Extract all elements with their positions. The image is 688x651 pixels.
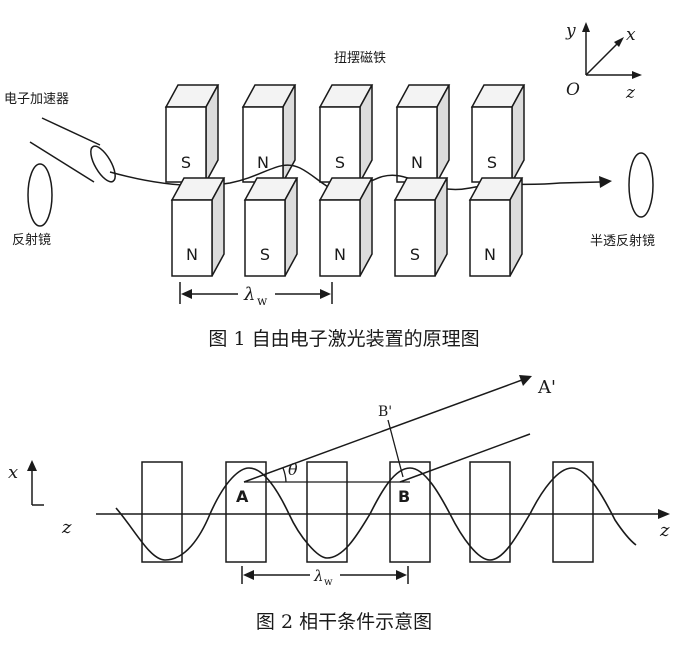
magnet-top-4: N — [395, 84, 451, 183]
wavelength-dimension-2: λ w — [241, 566, 409, 588]
magnet-top-1: S — [164, 84, 220, 183]
pole-top-1: S — [181, 153, 191, 172]
coordinate-axes: y x z O — [565, 21, 642, 103]
electron-accelerator — [29, 117, 116, 183]
pole-bottom-4: S — [410, 245, 420, 264]
f2-axis-z-left: z — [61, 517, 72, 538]
magnet-bottom-1: N — [170, 177, 226, 277]
f2-z-axis-arrow — [658, 509, 670, 519]
pole-bottom-2: S — [260, 245, 270, 264]
f2-light-ray-a — [243, 379, 523, 483]
half-mirror — [628, 152, 654, 218]
axis-z-label: z — [625, 83, 636, 103]
pole-bottom-1: N — [186, 245, 198, 264]
top-magnet-row: S N S N S — [164, 84, 526, 183]
f2-magnet-2 — [225, 461, 267, 563]
f2-point-b-label: B — [398, 487, 410, 506]
magnet-top-2: N — [241, 84, 297, 183]
wavelength-label-2: λ — [313, 567, 324, 585]
half-mirror-label: 半透反射镜 — [590, 233, 655, 249]
f2-point-a-label: A — [236, 487, 249, 506]
accelerator-label: 电子加速器 — [4, 92, 69, 107]
pole-top-5: S — [487, 153, 497, 172]
f2-point-b-prime-label: B' — [378, 404, 392, 420]
f2-angle-label: θ — [288, 460, 298, 479]
magnet-bottom-2: S — [243, 177, 299, 277]
mirror-label: 反射镜 — [12, 232, 51, 248]
axis-x-label: x — [626, 25, 636, 45]
beam-arrowhead — [599, 176, 612, 188]
f2-magnet-1 — [141, 461, 183, 563]
f2-magnet-5 — [469, 461, 511, 563]
wavelength-sub-2: w — [324, 577, 333, 588]
f2-perpendicular — [387, 419, 404, 478]
magnet-top-5: S — [470, 84, 526, 183]
figure1-caption: 图 1 自由电子激光装置的原理图 — [208, 328, 479, 350]
f2-light-ray-b — [399, 433, 531, 483]
pole-top-3: S — [335, 153, 345, 172]
pole-bottom-5: N — [484, 245, 496, 264]
figure2-caption: 图 2 相干条件示意图 — [256, 611, 432, 633]
f2-magnet-4 — [389, 461, 431, 563]
f2-axis-z-right: z — [659, 520, 670, 541]
bottom-magnet-row: N S N S N — [170, 177, 524, 277]
figure2-magnets — [141, 461, 594, 563]
f2-point-a-prime-label: A' — [537, 377, 556, 398]
mirror — [27, 163, 53, 227]
f2-magnet-3 — [306, 461, 348, 563]
wavelength-dimension-1: λ w — [179, 282, 333, 308]
pole-top-4: N — [411, 153, 423, 172]
figure2-x-axis: x — [8, 460, 44, 506]
pole-bottom-3: N — [334, 245, 346, 264]
magnet-title: 扭摆磁铁 — [334, 51, 386, 66]
f2-angle-arc — [282, 467, 287, 483]
magnet-bottom-5: N — [468, 177, 524, 277]
f2-axis-x-label: x — [8, 462, 18, 483]
f2-light-ray-a-arrow — [519, 375, 532, 386]
pole-top-2: N — [257, 153, 269, 172]
axis-y-label: y — [565, 21, 576, 41]
f2-magnet-6 — [552, 461, 594, 563]
wavelength-label-1: λ — [243, 284, 255, 305]
origin-label: O — [566, 80, 580, 100]
magnet-bottom-4: S — [393, 177, 449, 277]
magnet-bottom-3: N — [318, 177, 374, 277]
wavelength-sub-1: w — [257, 294, 268, 308]
magnet-top-3: S — [318, 84, 374, 183]
